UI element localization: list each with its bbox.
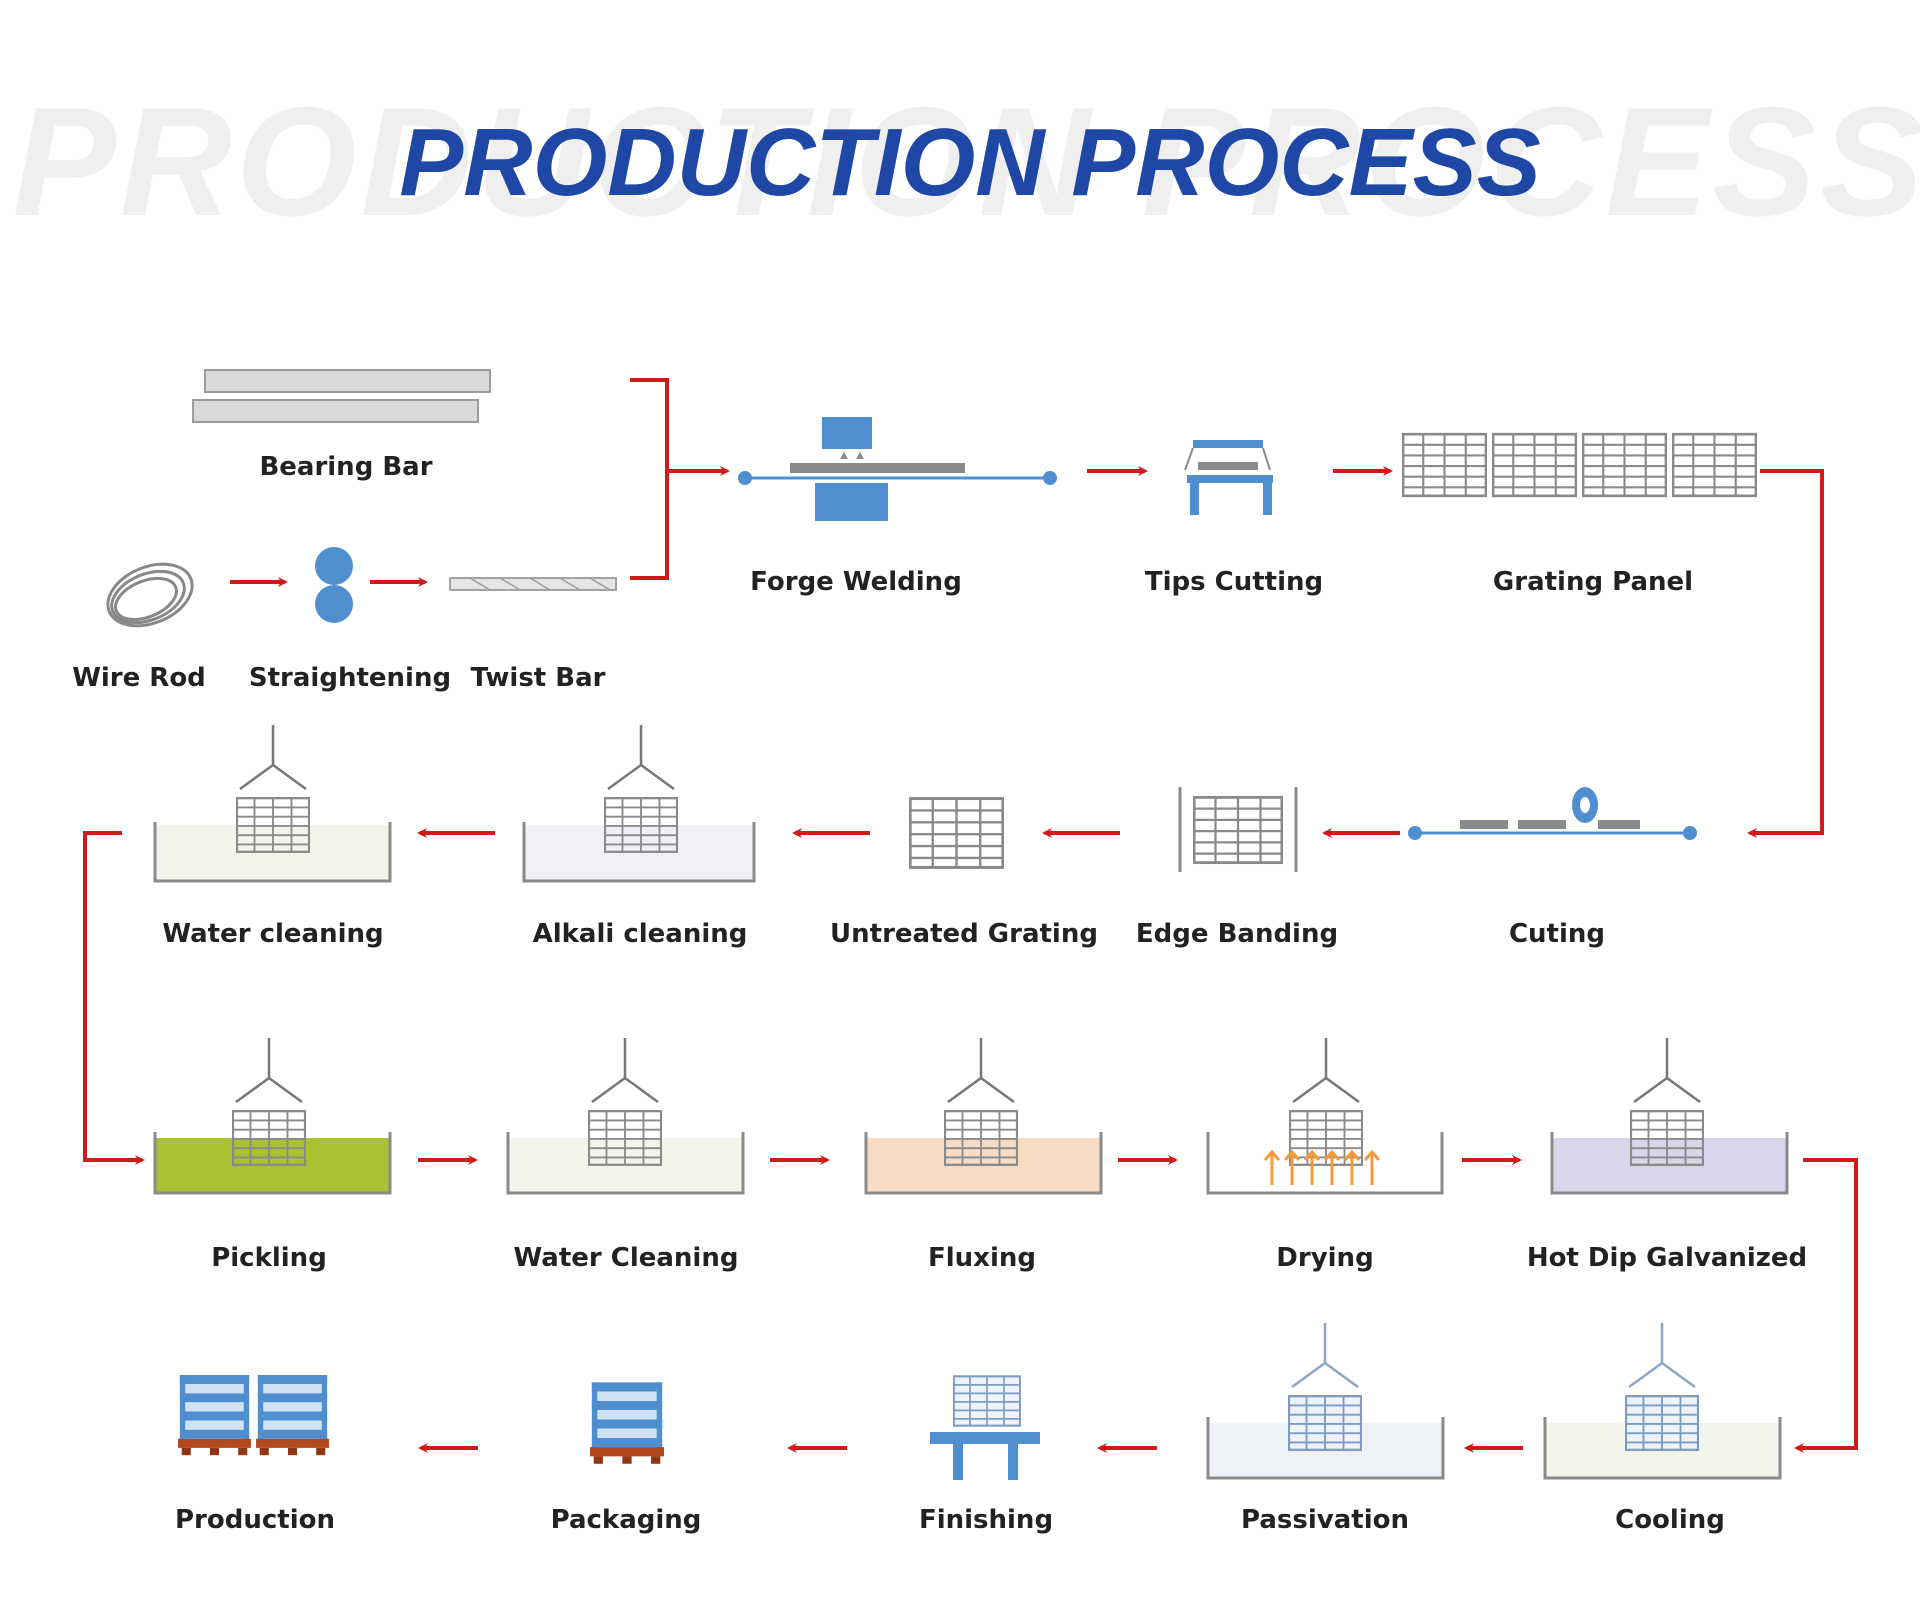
label-straightening: Straightening [249,663,451,693]
dipping-tank-icon [153,725,392,883]
background-title: PRODUCTION PROCESS [13,75,1920,248]
label-grating-panel: Grating Panel [1493,567,1693,597]
merge-connector [630,378,730,580]
dipping-tank-icon [506,1038,745,1195]
welding-press-icon [738,417,1057,521]
dipping-tank-icon [522,725,756,883]
edge-banded-grating-icon [1178,787,1298,872]
label-pickling: Pickling [211,1243,327,1273]
cutting-table-icon [1184,440,1273,515]
connector [83,831,145,1165]
steel-bars-icon [192,369,491,423]
label-water-cleaning-2: Water Cleaning [514,1243,739,1273]
dipping-tank-icon [1543,1323,1782,1480]
page-title: PRODUCTION PROCESS [399,109,1540,216]
grating-on-stand-icon [930,1375,1040,1480]
label-production: Production [175,1505,335,1535]
double-pallet-stack-icon [178,1375,329,1456]
dipping-tank-icon [153,1038,392,1195]
label-drying: Drying [1276,1243,1373,1273]
label-finishing: Finishing [919,1505,1053,1535]
label-packaging: Packaging [551,1505,702,1535]
roller-pair-icon [315,547,353,623]
label-passivation: Passivation [1241,1505,1409,1535]
saw-cutting-icon [1408,787,1697,840]
label-cooling: Cooling [1615,1505,1725,1535]
heat-arrows-icon [1206,1038,1444,1195]
dipping-tank-icon [1550,1038,1789,1195]
label-tips-cutting: Tips Cutting [1145,567,1323,597]
wire-coil-icon [106,562,194,628]
dipping-tank-icon [864,1038,1103,1195]
twisted-bar-icon [449,577,617,591]
label-bearing-bar: Bearing Bar [259,452,432,482]
label-alkali-cleaning: Alkali cleaning [533,919,748,949]
dipping-tank-icon [1206,1323,1445,1480]
label-fluxing: Fluxing [928,1243,1036,1273]
connector [1747,469,1824,838]
connector [1794,1158,1858,1453]
grating-panels-icon [1402,432,1757,498]
grating-icon [909,796,1004,870]
label-twist-bar: Twist Bar [471,663,606,693]
label-hot-dip-galvanized: Hot Dip Galvanized [1527,1243,1807,1273]
label-edge-banding: Edge Banding [1136,919,1338,949]
label-wire-rod: Wire Rod [72,663,206,693]
pallet-stack-icon [590,1382,664,1464]
label-cutting: Cuting [1509,919,1605,949]
label-water-cleaning: Water cleaning [162,919,383,949]
label-untreated-grating: Untreated Grating [830,919,1098,949]
label-forge-welding: Forge Welding [750,567,962,597]
